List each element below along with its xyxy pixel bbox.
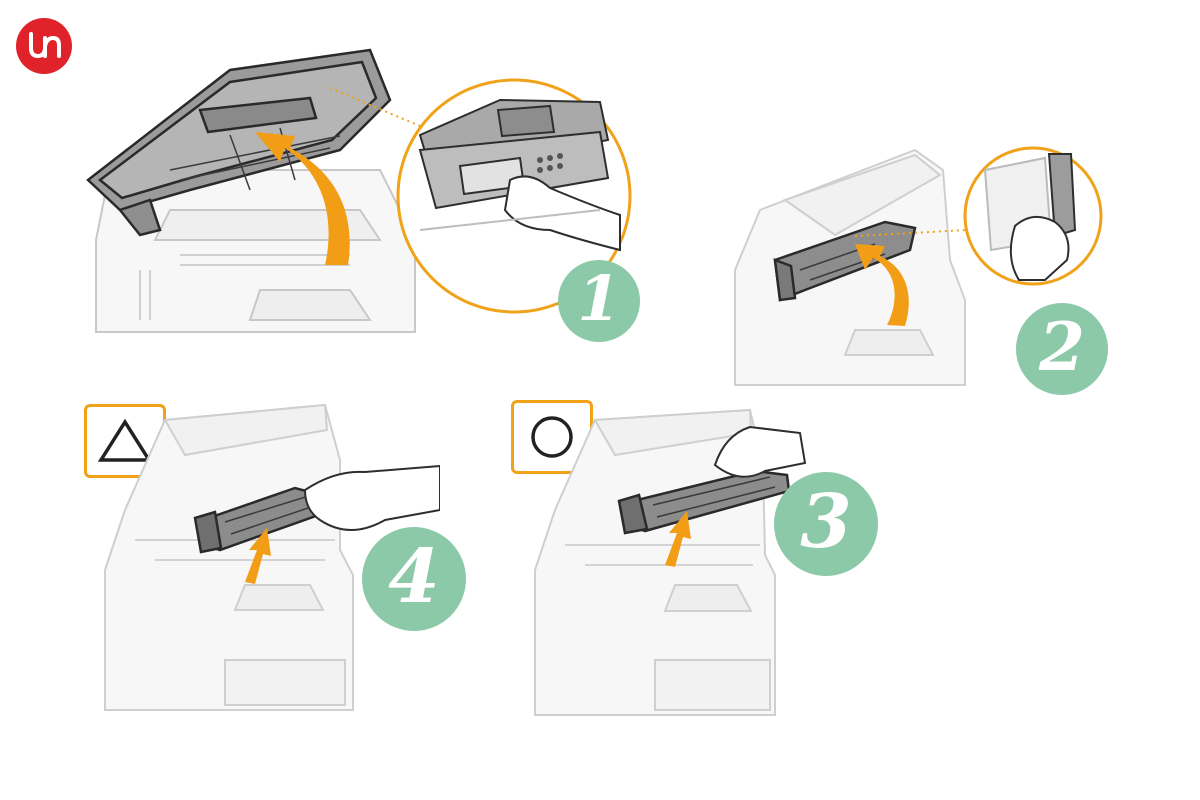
- step-1-number-badge: 1: [577, 262, 621, 335]
- step-2-illustration: [734, 146, 1103, 386]
- step-4-number-badge: 4: [388, 534, 440, 620]
- circle-icon: [531, 416, 573, 458]
- triangle-icon: [97, 418, 153, 462]
- step-4-illustration: [104, 403, 440, 711]
- brand-logo-icon: [16, 18, 72, 74]
- step-2-number-badge: 2: [1039, 308, 1085, 386]
- step-3-illustration: [534, 408, 807, 716]
- step-3-number-badge: 3: [800, 479, 852, 565]
- step-1-illustration: [86, 48, 632, 333]
